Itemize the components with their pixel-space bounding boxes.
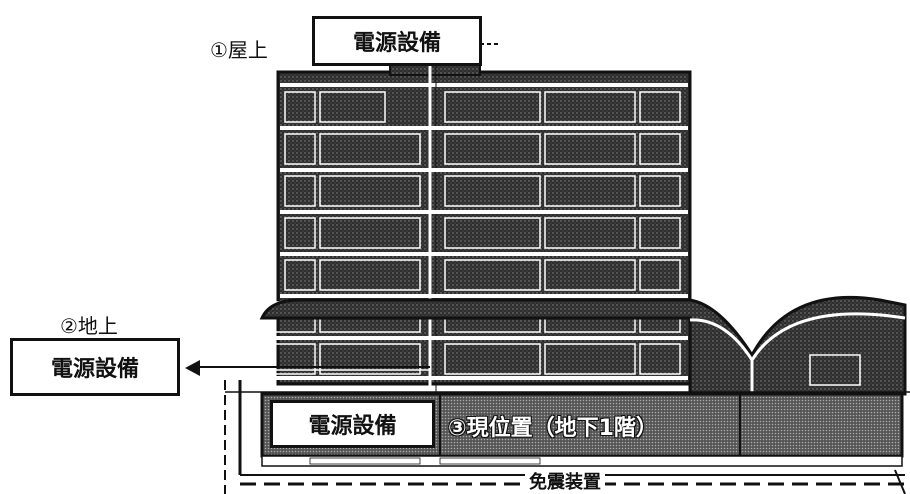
main-tower <box>276 39 692 394</box>
low-rise-wing <box>259 295 907 396</box>
rooftop-location-label: ①屋上 <box>210 38 268 62</box>
floor-lines <box>264 83 688 380</box>
current-location-label: ③現位置（地下1階） <box>448 416 658 441</box>
ground-location-label: ②地上 <box>60 314 118 338</box>
room-outlines <box>269 91 681 375</box>
ground-power-equipment-box: 電源設備 <box>10 338 180 396</box>
ground-feed-line <box>185 360 430 376</box>
seismic-isolation-label: 免震装置 <box>525 468 605 494</box>
basement-power-equipment-box: 電源設備 <box>270 400 435 448</box>
rooftop-power-equipment-box: 電源設備 <box>312 16 482 66</box>
